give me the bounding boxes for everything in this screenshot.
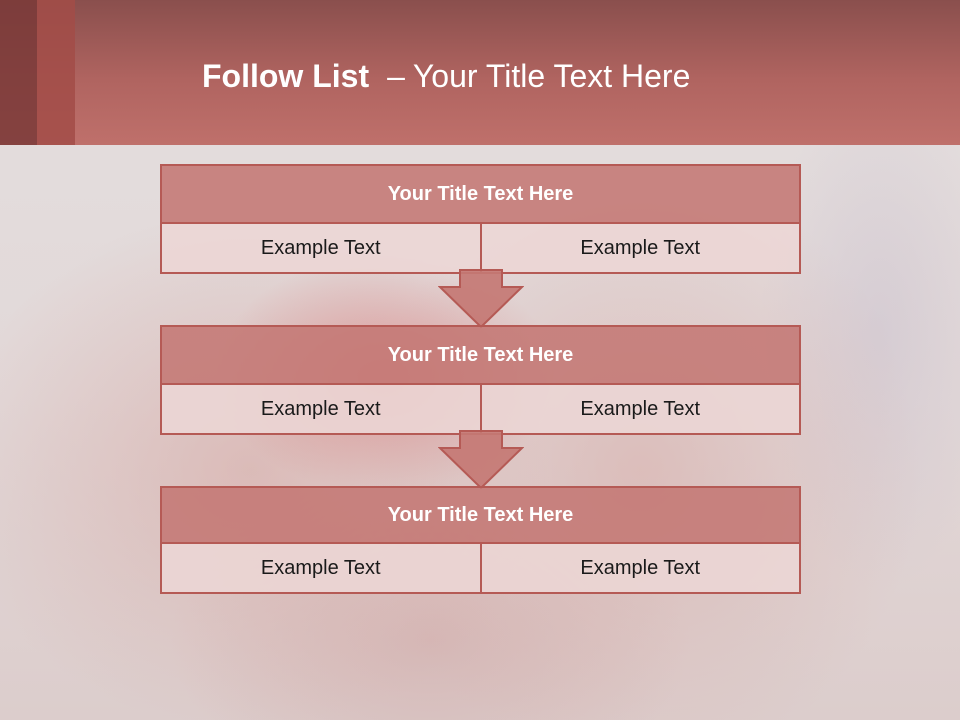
slide-title: Follow List–Your Title Text Here (202, 56, 690, 100)
slide-title-rest: Your Title Text Here (412, 58, 691, 94)
step-title: Your Title Text Here (162, 327, 799, 385)
step-cell-right: Example Text (479, 224, 799, 272)
step-box-1: Your Title Text Here Example Text Exampl… (160, 164, 801, 274)
down-arrow-icon (438, 269, 524, 329)
header-accent-dark (0, 0, 37, 145)
step-box-2: Your Title Text Here Example Text Exampl… (160, 325, 801, 435)
step-title: Your Title Text Here (162, 166, 799, 224)
step-cell-left: Example Text (162, 385, 480, 433)
header-accent-mid (37, 0, 75, 145)
slide-header: Follow List–Your Title Text Here (0, 0, 960, 145)
slide-title-bold: Follow List (202, 58, 370, 94)
step-cell-right: Example Text (479, 544, 799, 592)
step-cell-left: Example Text (162, 544, 480, 592)
down-arrow-icon (438, 430, 524, 490)
step-cell-right: Example Text (479, 385, 799, 433)
step-title: Your Title Text Here (162, 488, 799, 544)
step-row: Example Text Example Text (162, 385, 799, 433)
step-box-3: Your Title Text Here Example Text Exampl… (160, 486, 801, 594)
step-row: Example Text Example Text (162, 224, 799, 272)
step-cell-left: Example Text (162, 224, 480, 272)
slide-title-separator: – (387, 58, 405, 94)
step-row: Example Text Example Text (162, 544, 799, 592)
